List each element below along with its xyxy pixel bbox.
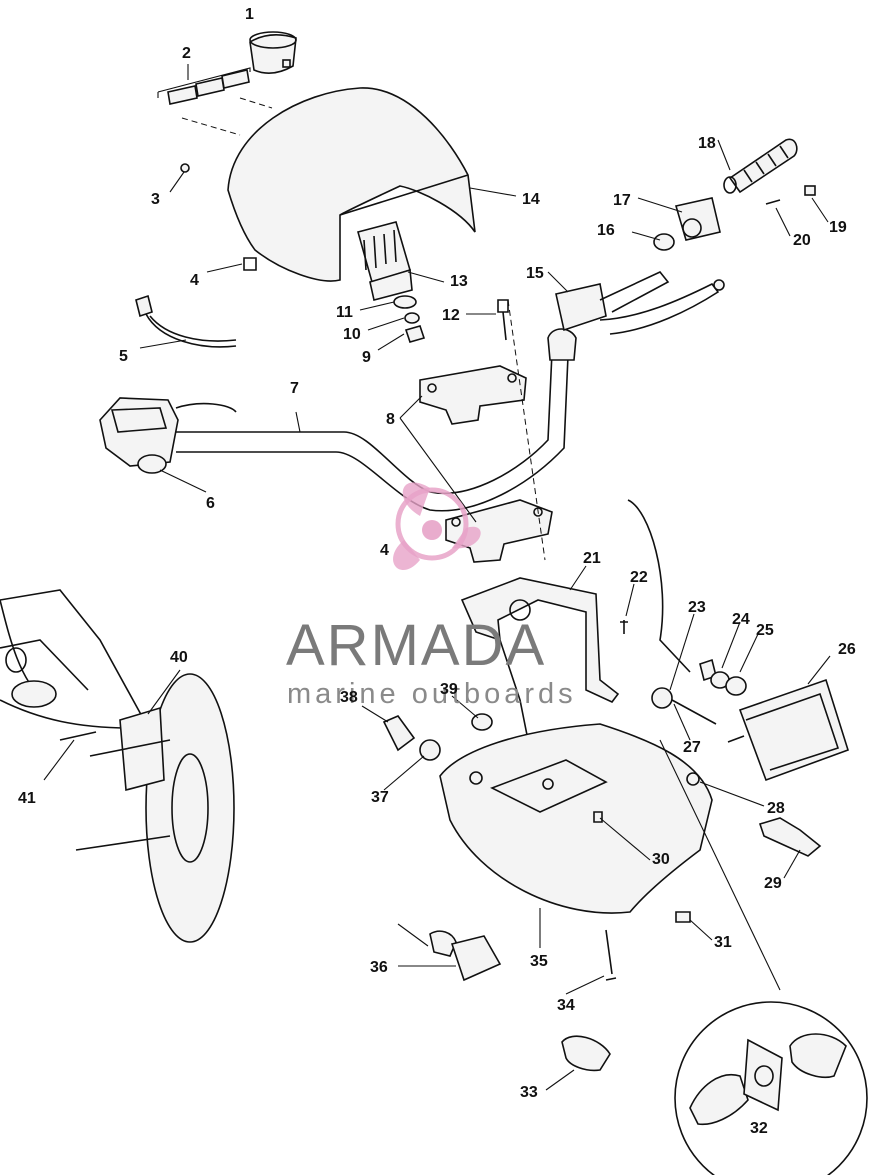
part-8-clamps xyxy=(419,299,553,563)
callout-label: 18 xyxy=(698,135,716,152)
callout-label: 13 xyxy=(450,273,468,290)
callout-label: 33 xyxy=(520,1084,538,1101)
callout-label: 31 xyxy=(714,934,732,951)
callout-label: 8 xyxy=(386,411,395,428)
callout-label: 4 xyxy=(380,542,389,559)
callout-label: 14 xyxy=(522,191,540,208)
watermark-logo xyxy=(393,482,481,571)
part-2-clips xyxy=(157,64,251,105)
callout-label: 16 xyxy=(597,222,615,239)
callout-label: 27 xyxy=(683,739,701,756)
callout-label: 19 xyxy=(829,219,847,236)
callout-label: 38 xyxy=(340,689,358,706)
callout-label: 41 xyxy=(18,790,36,807)
callout-label: 29 xyxy=(764,875,782,892)
callout-label: 37 xyxy=(371,789,389,806)
callout-label: 20 xyxy=(793,232,811,249)
callout-label: 30 xyxy=(652,851,670,868)
watermark-subtitle: marine outboards xyxy=(287,678,577,710)
part-6-control-housing xyxy=(99,397,237,474)
watermark-title: ARMADA xyxy=(286,613,546,678)
part-14-pod-housing xyxy=(181,87,476,282)
callout-label: 2 xyxy=(182,45,191,62)
callout-label: 26 xyxy=(838,641,856,658)
callout-labels: 1 2 3 4 5 6 7 8 9 10 11 12 13 14 15 16 1… xyxy=(18,6,856,1137)
parts-40-41-brake xyxy=(0,589,235,943)
callout-label: 9 xyxy=(362,349,371,366)
callout-label: 24 xyxy=(732,611,750,628)
callout-label: 32 xyxy=(750,1120,768,1137)
callout-label: 34 xyxy=(557,997,575,1014)
leader-lines xyxy=(43,139,831,1091)
callout-label: 15 xyxy=(526,265,544,282)
part-15-master-cylinder xyxy=(555,271,725,335)
callout-label: 4 xyxy=(190,272,199,289)
callout-label: 21 xyxy=(583,550,601,567)
hardware-small xyxy=(180,163,509,343)
part-32-detail xyxy=(674,1001,868,1175)
callout-label: 12 xyxy=(442,307,460,324)
callout-label: 7 xyxy=(290,380,299,397)
callout-label: 22 xyxy=(630,569,648,586)
callout-label: 39 xyxy=(440,681,458,698)
callout-label: 35 xyxy=(530,953,548,970)
callout-label: 25 xyxy=(756,622,774,639)
parts-misc xyxy=(382,713,822,1072)
callout-label: 17 xyxy=(613,192,631,209)
part-7-handlebar xyxy=(176,328,577,512)
callout-label: 1 xyxy=(245,6,254,23)
part-1-cap xyxy=(249,31,297,74)
part-26-headlight xyxy=(727,678,849,782)
part-13-socket xyxy=(357,221,413,301)
callout-label: 36 xyxy=(370,959,388,976)
callout-label: 11 xyxy=(336,304,353,321)
callout-label: 5 xyxy=(119,348,128,365)
callout-label: 3 xyxy=(151,191,160,208)
parts-22-27-switch xyxy=(620,499,747,725)
part-5-wire xyxy=(135,294,237,348)
callout-label: 28 xyxy=(767,800,785,817)
part-35-nacelle xyxy=(439,723,713,914)
callout-label: 10 xyxy=(343,326,361,343)
parts-16-20-throttle-grip xyxy=(653,138,816,251)
callout-label: 40 xyxy=(170,649,188,666)
callout-label: 6 xyxy=(206,495,215,512)
callout-label: 23 xyxy=(688,599,706,616)
